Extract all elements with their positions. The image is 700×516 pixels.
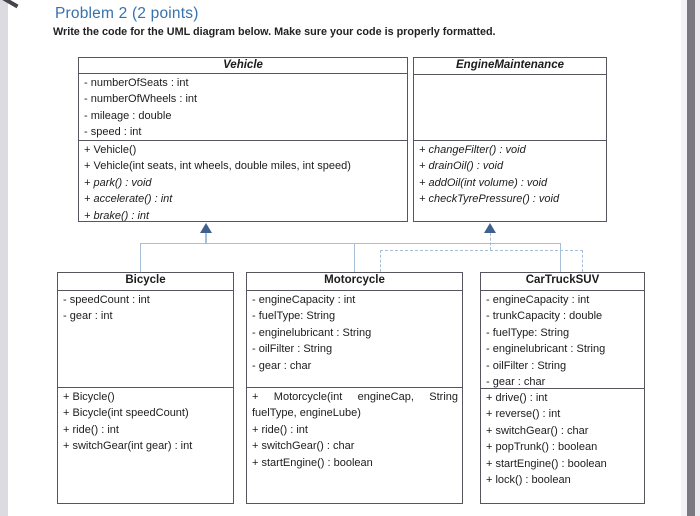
method-row: + popTrunk() : boolean (486, 441, 598, 454)
methods-section-vehicle: + Vehicle() + Vehicle(int seats, int whe… (79, 141, 407, 221)
attribute-row: - mileage : double (84, 109, 172, 122)
class-box-engine-maintenance: EngineMaintenance + changeFilter() : voi… (413, 57, 607, 222)
attribute-row: - fuelType: String (252, 310, 336, 323)
class-title-engine-maintenance: EngineMaintenance (414, 58, 606, 75)
attributes-section-engine-maintenance (414, 75, 606, 141)
generalization-drop-motorcycle (354, 243, 355, 272)
method-row: + startEngine() : boolean (486, 457, 607, 470)
attribute-row: - oilFilter : String (486, 359, 567, 372)
attribute-row: - enginelubricant : String (252, 326, 372, 339)
method-row: + switchGear() : char (486, 424, 589, 437)
methods-section-bicycle: + Bicycle() + Bicycle(int speedCount) + … (58, 388, 233, 503)
attribute-row: - numberOfWheels : int (84, 93, 198, 106)
realization-drop-motorcycle (380, 250, 381, 272)
realization-arrowhead (484, 223, 496, 233)
class-box-vehicle: Vehicle - numberOfSeats : int - numberOf… (78, 57, 408, 222)
method-row: + accelerate() : int (84, 193, 173, 206)
method-row: + drainOil() : void (419, 160, 504, 173)
method-row: + ride() : int (252, 423, 308, 436)
method-row: + Vehicle(int seats, int wheels, double … (84, 160, 351, 173)
method-row: + drive() : int (486, 392, 548, 404)
method-row: + brake() : int (84, 209, 150, 221)
methods-section-motorcycle: + Motorcycle(int engineCap, String fuelT… (247, 388, 462, 503)
method-row: + Bicycle() (63, 391, 115, 403)
scan-right-edge-light (681, 0, 687, 516)
method-row: + park() : void (84, 176, 152, 189)
attribute-row: - engineCapacity : int (486, 294, 590, 306)
attribute-row: - fuelType: String (486, 326, 570, 339)
method-row: + Bicycle(int speedCount) (63, 407, 189, 420)
methods-section-cartrucksuv: + drive() : int + reverse() : int + swit… (481, 389, 644, 503)
generalization-drop-bicycle (140, 243, 141, 272)
method-row: + switchGear(int gear) : int (63, 440, 193, 453)
generalization-horizontal-line (140, 243, 561, 244)
attribute-row: - oilFilter : String (252, 343, 333, 356)
attribute-row: - numberOfSeats : int (84, 77, 189, 89)
attribute-row: - gear : char (486, 376, 546, 389)
class-box-motorcycle: Motorcycle - engineCapacity : int - fuel… (246, 272, 463, 504)
realization-horizontal-line (380, 250, 583, 251)
class-box-cartrucksuv: CarTruckSUV - engineCapacity : int - tru… (480, 272, 645, 504)
scan-left-edge (0, 0, 8, 516)
attribute-row: - engineCapacity : int (252, 294, 356, 306)
method-row: + checkTyrePressure() : void (419, 193, 560, 206)
attribute-row: - gear : int (63, 310, 113, 323)
attributes-section-vehicle: - numberOfSeats : int - numberOfWheels :… (79, 74, 407, 141)
method-row: + switchGear() : char (252, 440, 355, 453)
generalization-arrowhead (200, 223, 212, 233)
attribute-row: - gear : char (252, 359, 312, 372)
attribute-row: - enginelubricant : String (486, 343, 606, 356)
method-row: + Motorcycle(int engineCap, String fuelT… (252, 391, 458, 420)
scan-right-edge-dark (687, 0, 695, 516)
class-title-motorcycle: Motorcycle (247, 273, 462, 291)
class-title-vehicle: Vehicle (79, 58, 407, 74)
attributes-section-bicycle: - speedCount : int - gear : int (58, 291, 233, 388)
class-box-bicycle: Bicycle - speedCount : int - gear : int … (57, 272, 234, 504)
method-row: + ride() : int (63, 423, 119, 436)
realization-stem (490, 233, 491, 250)
attribute-row: - speed : int (84, 126, 142, 139)
scan-right-edge-outer (695, 0, 700, 516)
method-row: + changeFilter() : void (419, 144, 526, 156)
realization-drop-cartrucksuv (582, 250, 583, 272)
generalization-drop-cartrucksuv (560, 243, 561, 272)
method-row: + reverse() : int (486, 408, 561, 421)
methods-section-engine-maintenance: + changeFilter() : void + drainOil() : v… (414, 141, 606, 220)
generalization-stem (205, 233, 207, 243)
attribute-row: - speedCount : int (63, 294, 150, 306)
problem-instructions: Write the code for the UML diagram below… (53, 26, 496, 38)
attributes-section-motorcycle: - engineCapacity : int - fuelType: Strin… (247, 291, 462, 388)
method-row: + addOil(int volume) : void (419, 176, 548, 189)
class-title-cartrucksuv: CarTruckSUV (481, 273, 644, 291)
attribute-row: - trunkCapacity : double (486, 310, 603, 323)
problem-heading: Problem 2 (2 points) (55, 5, 199, 22)
class-title-bicycle: Bicycle (58, 273, 233, 291)
method-row: + lock() : boolean (486, 474, 571, 487)
method-row: + startEngine() : boolean (252, 456, 373, 469)
method-row: + Vehicle() (84, 144, 137, 156)
attributes-section-cartrucksuv: - engineCapacity : int - trunkCapacity :… (481, 291, 644, 389)
